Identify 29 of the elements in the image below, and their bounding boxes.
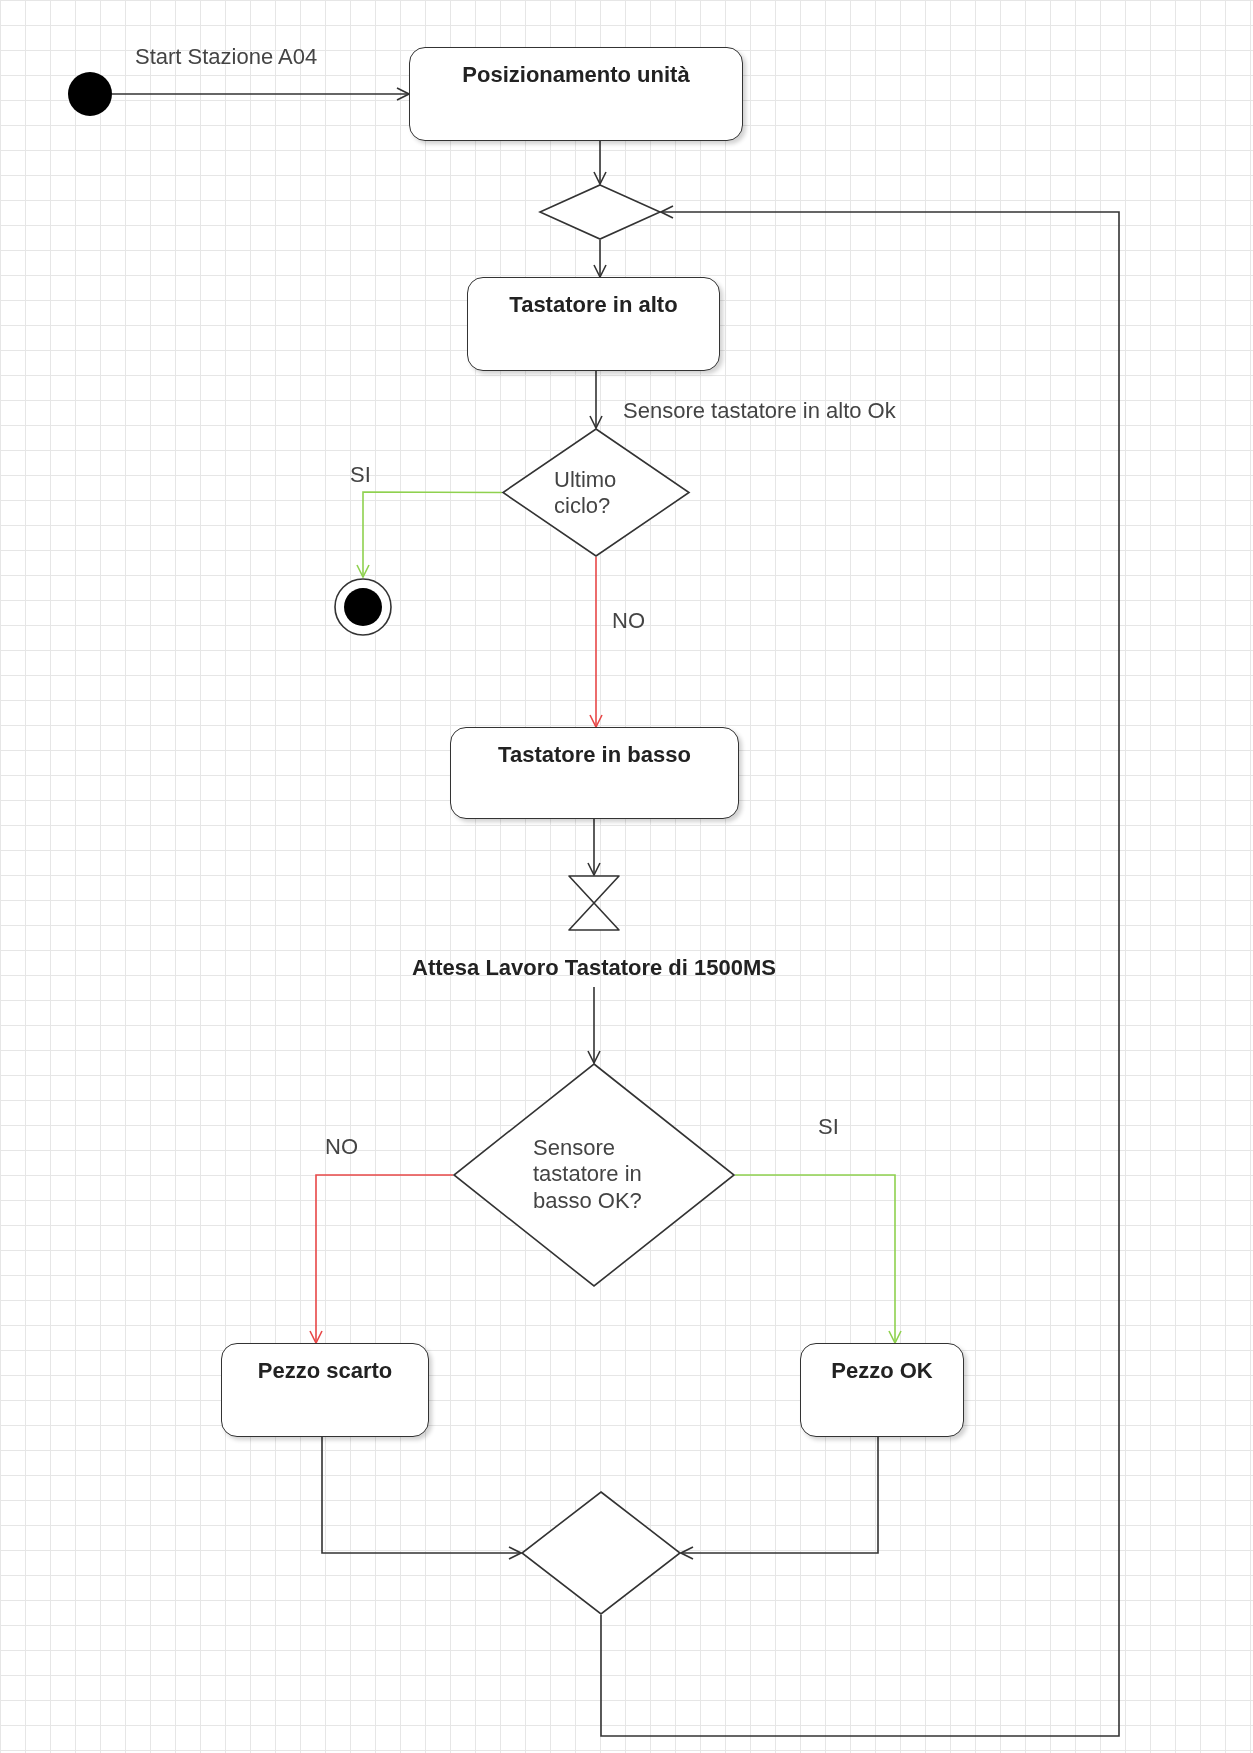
merge-diamond	[521, 1491, 681, 1615]
action-box: Tastatore in alto	[467, 277, 720, 371]
arrow	[600, 205, 1120, 1737]
arrow	[593, 239, 607, 278]
edge-label: NO	[325, 1134, 358, 1160]
decision-label: Ultimo ciclo?	[554, 466, 618, 519]
merge-diamond	[539, 184, 661, 240]
arrow	[321, 1436, 522, 1560]
edge-label: SI	[818, 1114, 839, 1140]
edge-label: SI	[350, 462, 371, 488]
arrow	[589, 556, 603, 728]
arrow	[587, 986, 601, 1064]
edge-label: Sensore tastatore in alto Ok	[623, 398, 896, 424]
edge-label: NO	[612, 608, 645, 634]
arrow	[734, 1174, 902, 1344]
action-box: Pezzo scarto	[221, 1343, 429, 1437]
action-box: Tastatore in basso	[450, 727, 739, 819]
arrow	[111, 87, 410, 101]
edge-label: Start Stazione A04	[135, 44, 318, 70]
arrow	[309, 1174, 454, 1344]
arrow	[356, 491, 503, 578]
arrow	[593, 140, 607, 185]
action-box: Pezzo OK	[800, 1343, 964, 1437]
arrow	[680, 1436, 879, 1560]
arrow	[589, 370, 603, 429]
arrow	[587, 818, 601, 876]
decision-label: Sensore tastatore in basso OK?	[533, 1135, 643, 1215]
wait-label: Attesa Lavoro Tastatore di 1500MS	[411, 955, 777, 981]
action-box: Posizionamento unità	[409, 47, 743, 141]
